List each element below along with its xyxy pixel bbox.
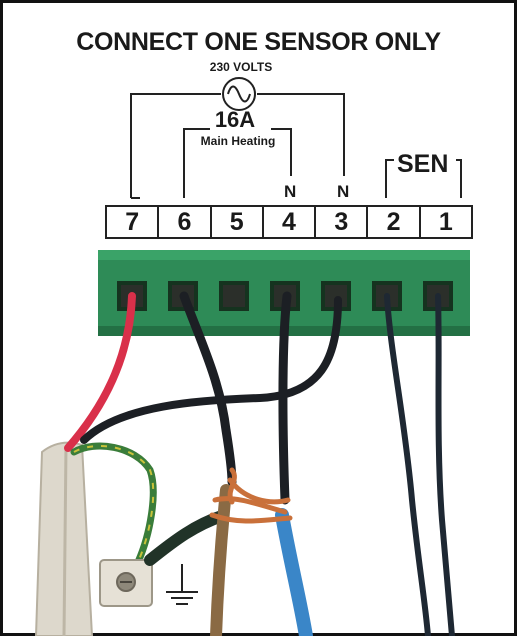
sensor-bracket-left [385,159,394,198]
live-wire [64,292,136,452]
sensor-label: SEN [397,150,449,178]
brown-wire [210,484,232,636]
terminal-6: 6 [159,207,212,237]
terminal-4: 4 [264,207,317,237]
earth-ground-icon [166,564,198,605]
neutral-label-terminal-3: N [337,182,350,201]
diagram-title: CONNECT ONE SENSOR ONLY [76,28,441,56]
cable-black-wire [80,296,342,444]
sensor-wire-2 [384,293,431,636]
terminal-1: 1 [438,208,453,236]
earth-terminal-connector [99,559,153,607]
supply-bracket-right [257,93,345,176]
ac-sine-icon [222,77,256,111]
rating-bracket [183,128,210,198]
neutral-label-terminal-4: N [284,182,297,201]
heating-black-wire-4 [278,291,292,505]
current-rating-label: 16A [214,107,256,132]
blue-wire [275,508,313,636]
terminal-number-strip: 7 6 5 4 3 2 1 [105,205,473,239]
heating-cable-green [144,510,228,566]
rating-bracket-right [271,128,292,176]
terminal-2: 2 [368,207,421,237]
sensor-bracket-right [456,159,462,198]
terminal-3: 3 [316,207,369,237]
copper-splice [209,467,293,524]
sensor-wire-1 [435,293,455,636]
supply-bracket [130,93,221,198]
terminal-7: 7 [107,207,160,237]
terminal-5: 5 [212,207,264,237]
supply-voltage-label: 230 VOLTS [209,60,273,74]
main-heating-label: Main Heating [200,134,276,148]
